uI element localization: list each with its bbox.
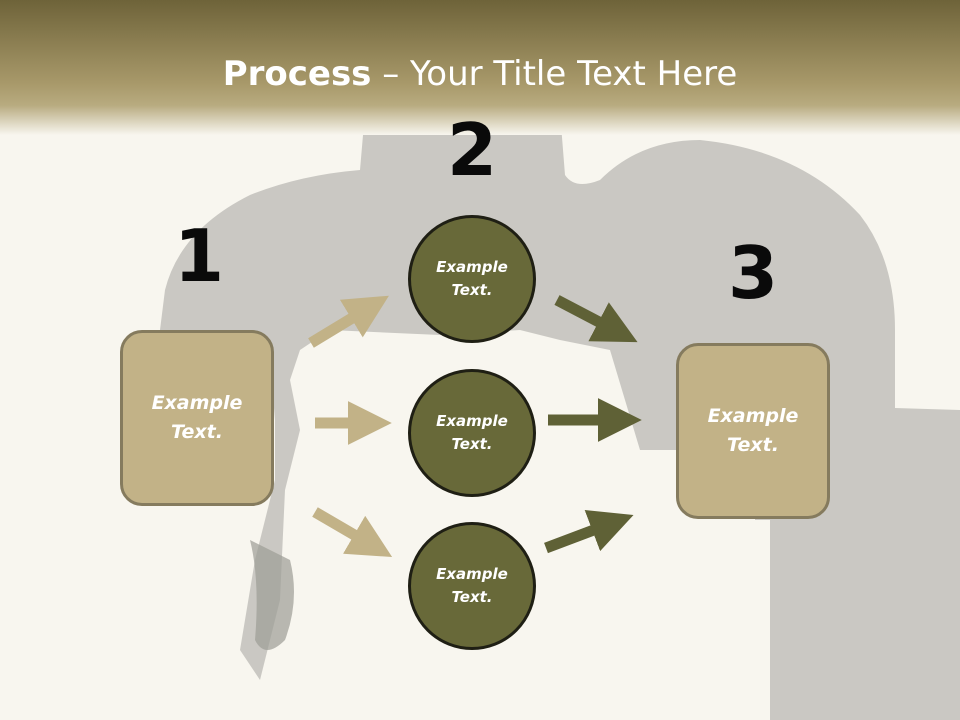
arrow-to-circle-1 [308,295,389,348]
title-rest: – Your Title Text Here [371,54,738,94]
step-number-3: 3 [727,231,779,315]
title-bold: Process [222,54,372,94]
step-3-text-line2: Text. [727,434,779,456]
step-1-text-line2: Text. [171,421,223,443]
arrow-from-circle-3 [544,509,634,554]
slide-title: Process – Your Title Text Here [0,52,960,96]
circle-3-text-line2: Text. [451,588,493,606]
arrow-from-circle-1 [554,295,638,343]
circle-2-text-line2: Text. [451,435,493,453]
step-1-text-line1: Example [151,392,243,414]
arrow-to-circle-3 [312,507,393,557]
circle-3-text-line1: Example [436,565,508,583]
step-3-text-line1: Example [707,405,799,427]
circle-1-text-line1: Example [436,258,508,276]
circle-1-text-line2: Text. [451,281,493,299]
header-band [0,0,960,135]
step-number-2: 2 [446,108,498,192]
step-number-1: 1 [173,214,225,298]
circle-2-text-line1: Example [436,412,508,430]
